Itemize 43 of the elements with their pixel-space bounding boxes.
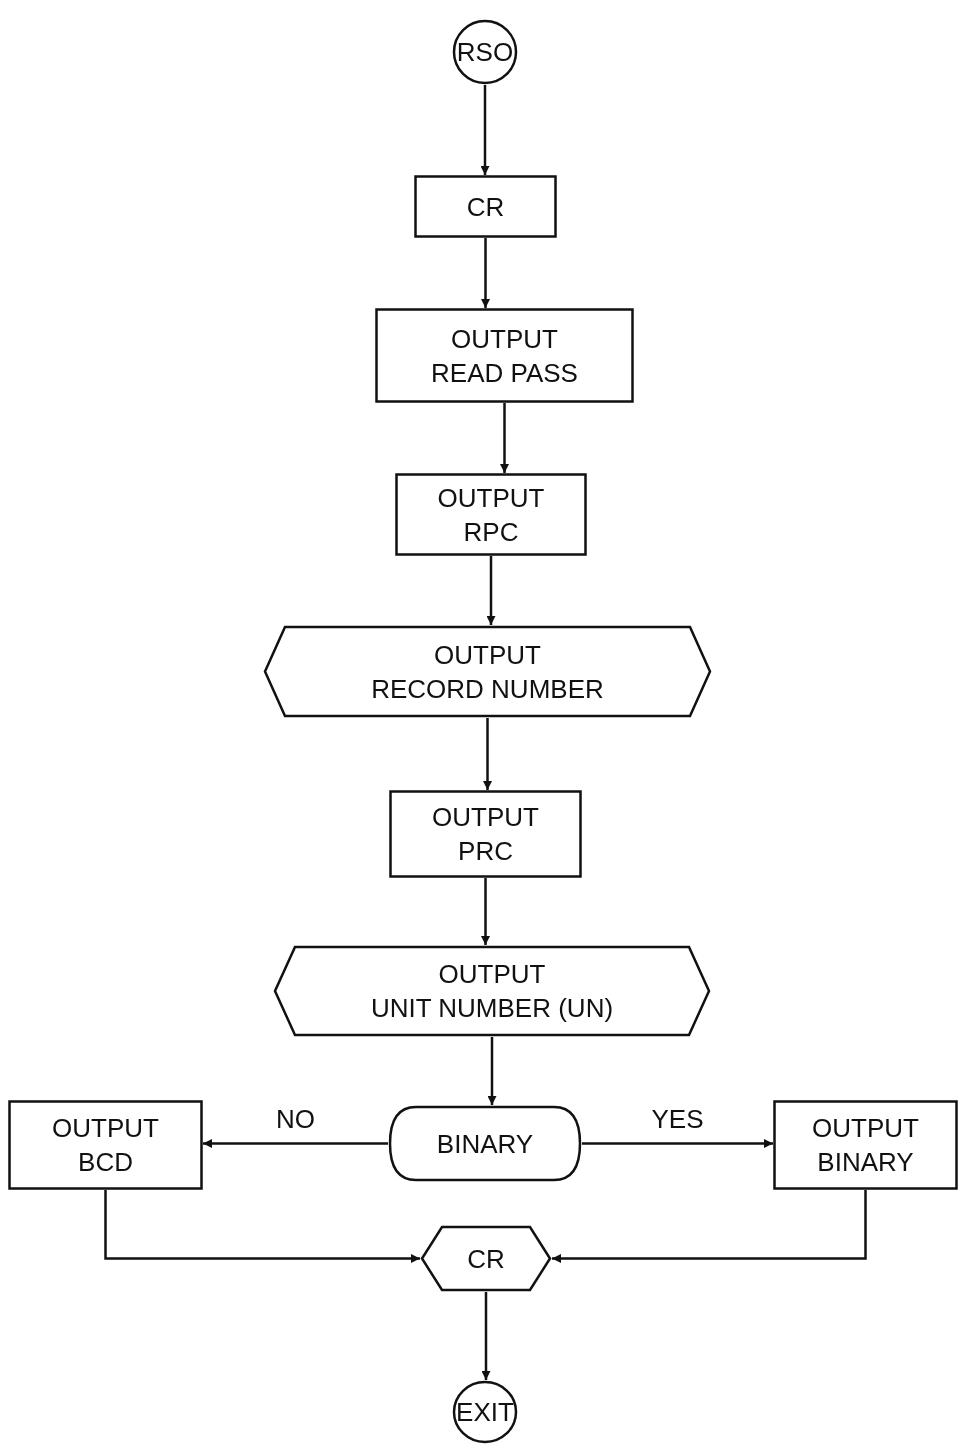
node-text: BCD	[78, 1146, 133, 1179]
arrow	[582, 1139, 773, 1148]
output-hexagon	[273, 945, 711, 1037]
arrow	[487, 1037, 497, 1105]
process-box	[375, 308, 634, 403]
node-text: BINARY	[436, 1127, 534, 1161]
node-text: CR	[466, 190, 505, 224]
node-text: READ PASS	[431, 356, 578, 390]
node-text: OUTPUT	[438, 958, 546, 991]
node-text: RECORD NUMBER	[371, 672, 604, 706]
end-circle	[452, 1380, 518, 1444]
node-text: OUTPUT	[52, 1112, 159, 1145]
node-text: RSO	[456, 36, 514, 69]
process-box	[414, 175, 557, 238]
arrow	[486, 556, 496, 625]
decision-shape	[388, 1105, 582, 1182]
arrow	[104, 1190, 420, 1263]
node-text: BINARY	[817, 1146, 914, 1179]
node-text: OUTPUT	[437, 481, 545, 515]
process-box	[389, 790, 582, 878]
arrow	[500, 403, 509, 473]
node-text: UNIT NUMBER (UN)	[370, 992, 614, 1025]
node-text: EXIT	[456, 1396, 514, 1429]
node-text: OUTPUT	[432, 801, 539, 834]
process-box	[395, 473, 587, 556]
connector-hexagon	[420, 1225, 552, 1292]
arrow	[203, 1139, 388, 1148]
arrow	[483, 718, 492, 790]
node-text: OUTPUT	[434, 638, 541, 672]
process-box	[8, 1100, 203, 1190]
process-box	[773, 1100, 958, 1190]
node-text: OUTPUT	[812, 1112, 919, 1145]
arrow	[481, 1292, 491, 1380]
arrow	[481, 878, 490, 945]
node-text: CR	[467, 1242, 505, 1276]
arrow	[552, 1190, 867, 1263]
node-text: RPC	[463, 515, 519, 549]
output-hexagon	[263, 625, 712, 718]
node-text: PRC	[458, 835, 513, 868]
arrow	[481, 238, 490, 308]
node-text: OUTPUT	[451, 322, 558, 356]
start-circle	[452, 19, 518, 85]
arrow	[480, 85, 490, 175]
